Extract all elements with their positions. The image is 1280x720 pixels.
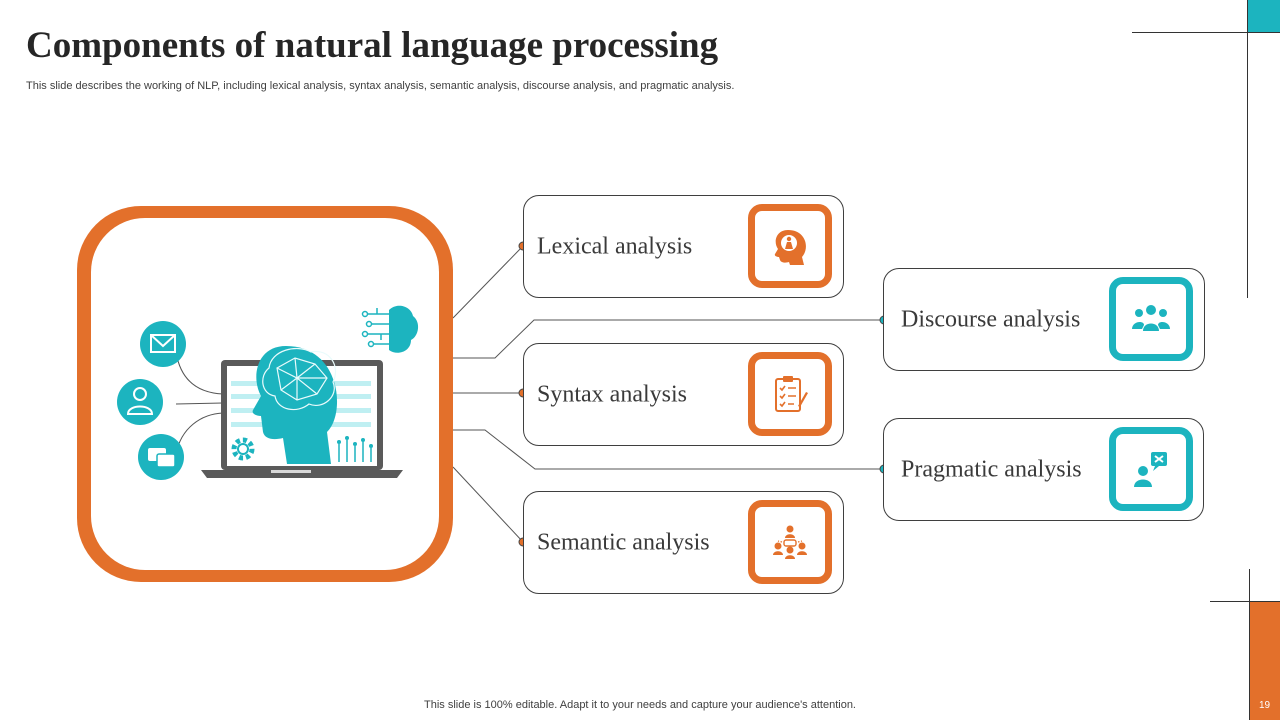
component-label: Discourse analysis	[901, 306, 1081, 332]
corner-accent-block	[1249, 601, 1280, 720]
corner-accent-block	[1247, 0, 1280, 33]
component-label: Pragmatic analysis	[901, 456, 1082, 482]
page-number: 19	[1258, 700, 1271, 711]
component-card-syntax: Syntax analysis	[523, 343, 844, 446]
checklist-icon	[748, 352, 832, 436]
nlp-hub-frame	[77, 206, 453, 582]
component-label: Semantic analysis	[537, 529, 710, 555]
component-card-pragmatic: Pragmatic analysis	[883, 418, 1204, 521]
brain-icon	[262, 347, 337, 411]
head-icon	[252, 346, 338, 464]
user-chat-icon	[1109, 427, 1193, 511]
team-discussion-icon	[748, 500, 832, 584]
component-label: Lexical analysis	[537, 233, 693, 259]
head-person-icon	[748, 204, 832, 288]
corner-accent-line	[1247, 0, 1248, 298]
component-card-lexical: Lexical analysis	[523, 195, 844, 298]
nlp-illustration-panel	[91, 218, 439, 570]
nlp-laptop-brain-illustration	[117, 305, 419, 480]
gear-icon	[231, 437, 255, 461]
user-icon	[117, 379, 163, 425]
brain-circuit-icon	[361, 305, 419, 353]
slide-footer: This slide is 100% editable. Adapt it to…	[424, 699, 856, 711]
component-label: Syntax analysis	[537, 381, 687, 407]
mail-icon	[140, 321, 186, 367]
component-card-semantic: Semantic analysis	[523, 491, 844, 594]
corner-accent-line	[1249, 569, 1250, 720]
slide-title: Components of natural language processin…	[26, 25, 719, 66]
group-icon	[1109, 277, 1193, 361]
component-card-discourse: Discourse analysis	[883, 268, 1205, 371]
corner-accent-line	[1132, 32, 1280, 33]
corner-accent-line	[1210, 601, 1280, 602]
slide-subtitle: This slide describes the working of NLP,…	[26, 80, 735, 92]
